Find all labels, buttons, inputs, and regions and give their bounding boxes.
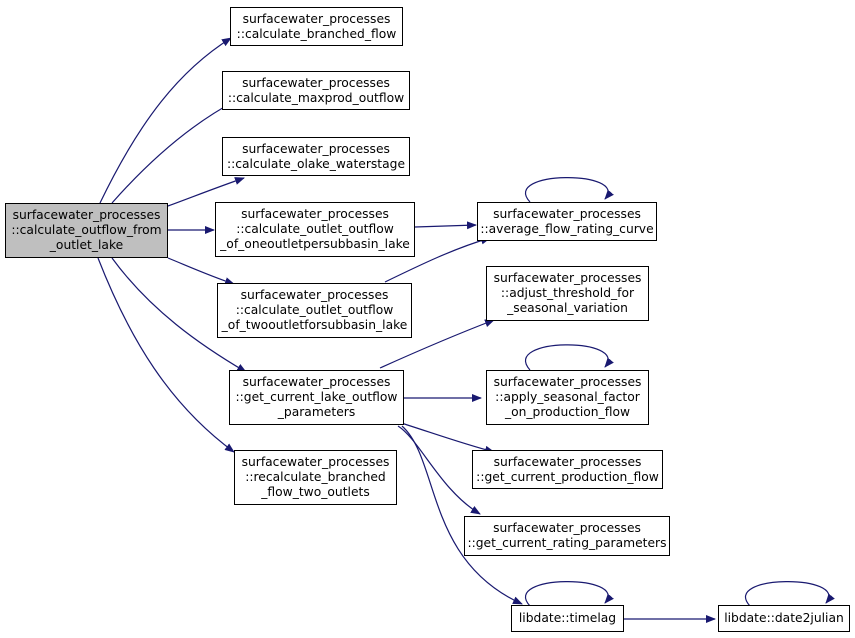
node-line: surfacewater_processes [242,141,390,156]
node-line: ::calculate_olake_waterstage [226,156,406,171]
node-line: _of_twooutletforsubbasin_lake [221,318,408,332]
node-line: ::adjust_threshold_for [500,286,635,300]
node-line: surfacewater_processes [493,454,642,469]
node-libdate-timelag[interactable]: libdate::timelag [511,605,624,632]
node-line: libdate::timelag [518,611,617,625]
node-line: surfacewater_processes [493,206,641,221]
node-line: _on_production_flow [504,405,631,419]
edge-timelag-self [525,581,614,607]
edge-twooutlet-to-avg-rating-curve [384,236,491,283]
node-line: surfacewater_processes [242,375,391,389]
node-line: ::average_flow_rating_curve [480,221,654,236]
edge-root-to-recalc-branched [97,257,235,453]
node-line: libdate::date2julian [724,611,844,625]
node-calculate-outlet-outflow-oneoutlet[interactable]: surfacewater_processes ::calculate_outle… [215,202,415,257]
edge-root-to-lake-outflow-params [111,257,247,373]
node-recalculate-branched-flow-two-outlets[interactable]: surfacewater_processes ::recalculate_bra… [234,450,397,505]
node-line: ::recalculate_branched [245,470,386,484]
edge-lake-params-to-timelag [401,425,523,605]
node-get-current-production-flow[interactable]: surfacewater_processes ::get_current_pro… [472,450,663,489]
node-line: surfacewater_processes [242,11,391,26]
node-line: ::calculate_outlet_outflow [236,222,394,236]
node-line: ::calculate_maxprod_outflow [227,90,405,105]
node-line: surfacewater_processes [493,375,642,389]
node-line: ::calculate_branched_flow [236,26,397,41]
node-line: _outlet_lake [49,238,124,252]
edge-root-to-outlet-twooutlet [167,257,235,285]
node-line: surfacewater_processes [12,208,161,222]
edge-root-to-branched-flow [99,37,232,204]
node-apply-seasonal-factor-on-production-flow[interactable]: surfacewater_processes ::apply_seasonal_… [486,370,649,425]
edge-root-to-olake-waterstage [167,177,245,207]
edge-lake-params-to-production-flow [397,421,495,454]
edge-seasonal-factor-self [525,344,614,371]
node-line: surfacewater_processes [242,75,390,90]
edge-avg-rating-curve-self [525,177,614,203]
node-line: ::get_current_rating_parameters [467,536,667,550]
edge-root-to-maxprod-outflow [111,100,236,204]
node-line: surfacewater_processes [241,455,390,469]
node-line: surfacewater_processes [241,207,389,221]
node-line: ::get_current_lake_outflow [235,390,398,404]
edge-date2julian-self [745,581,835,607]
node-adjust-threshold-for-seasonal-variation[interactable]: surfacewater_processes ::adjust_threshol… [486,266,649,321]
node-line: ::apply_seasonal_factor [495,390,640,404]
node-get-current-rating-parameters[interactable]: surfacewater_processes ::get_current_rat… [464,516,670,556]
node-average-flow-rating-curve[interactable]: surfacewater_processes ::average_flow_ra… [477,202,657,241]
node-line: _parameters [277,405,356,419]
edge-lake-params-to-adjust-threshold [379,319,495,369]
node-line: _flow_two_outlets [261,485,370,499]
node-calculate-outflow-from-outlet-lake: surfacewater_processes ::calculate_outfl… [5,203,168,258]
node-calculate-maxprod-outflow[interactable]: surfacewater_processes ::calculate_maxpr… [222,71,410,110]
node-line: surfacewater_processes [493,271,642,285]
node-calculate-branched-flow[interactable]: surfacewater_processes ::calculate_branc… [230,7,403,46]
node-libdate-date2julian[interactable]: libdate::date2julian [718,605,850,632]
node-calculate-olake-waterstage[interactable]: surfacewater_processes ::calculate_olake… [222,137,410,176]
edge-oneoutlet-to-avg-rating-curve [414,221,477,230]
node-line: surfacewater_processes [493,521,641,535]
node-get-current-lake-outflow-parameters[interactable]: surfacewater_processes ::get_current_lak… [229,370,404,425]
node-line: surfacewater_processes [240,288,389,302]
node-line: _seasonal_variation [507,301,628,315]
node-calculate-outlet-outflow-twooutlet[interactable]: surfacewater_processes ::calculate_outle… [217,283,412,338]
node-line: ::calculate_outlet_outflow [235,303,394,317]
node-line: _of_oneoutletpersubbasin_lake [220,237,410,251]
node-line: ::calculate_outflow_from [11,223,162,237]
edge-lake-params-to-rating-parameters [397,425,481,515]
node-line: ::get_current_production_flow [476,469,659,484]
